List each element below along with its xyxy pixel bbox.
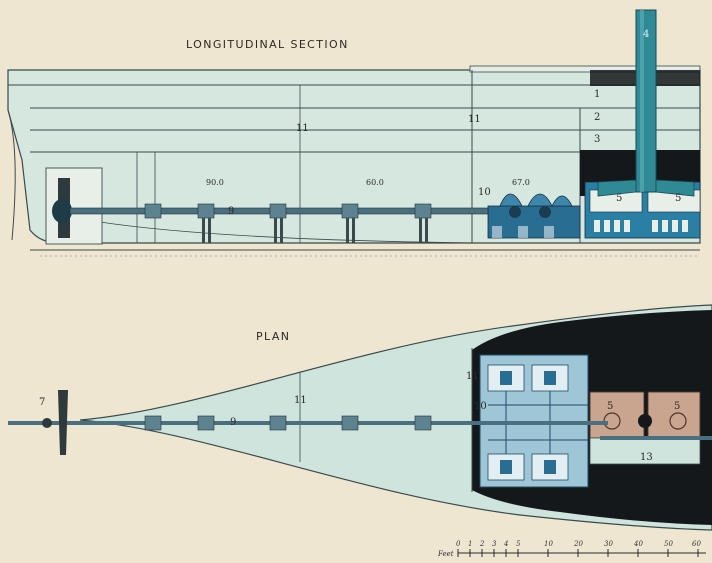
propeller-hub-plan: [42, 418, 52, 428]
scale-tick-2: 2: [480, 540, 485, 548]
section-label-5a: 5: [616, 193, 623, 204]
cylinder-heads-plan: [500, 371, 556, 474]
plan-label-9: 9: [230, 417, 237, 428]
uptake-right: [655, 179, 695, 197]
plan-label-5a: 5: [607, 401, 614, 412]
section-label-2: 2: [594, 112, 601, 123]
section-dim-1: 90.0: [206, 178, 224, 187]
shaft-plan: [8, 421, 608, 425]
bulwark: [469, 65, 701, 73]
section-label-11b: 11: [468, 114, 481, 125]
funnel-base-plan: [638, 414, 652, 428]
scale-label: Feet: [438, 550, 454, 558]
scale-tick-0: 0: [456, 540, 461, 548]
scale-tick-1: 1: [468, 540, 473, 548]
shaft-plan-fwd: [600, 436, 712, 440]
stern-outline: [7, 109, 16, 241]
section-hull: [7, 69, 701, 244]
scale-tick-20: 20: [574, 540, 583, 548]
scale-tick-5: 5: [516, 540, 521, 548]
section-label-10: 10: [478, 187, 491, 198]
plan-view: [8, 304, 712, 531]
plan-label-5b: 5: [674, 401, 681, 412]
bilge-curve: [99, 221, 481, 244]
section-label-1: 1: [594, 89, 601, 100]
scale-tick-10: 10: [544, 540, 553, 548]
plan-label-11b: 11: [466, 371, 479, 382]
section-label-4: 4: [643, 29, 650, 40]
scale-bar: [457, 549, 706, 557]
section-bearings: [144, 203, 432, 219]
scale-tick-3: 3: [492, 540, 497, 548]
plan-label-11: 11: [294, 395, 307, 406]
scale-tick-30: 30: [604, 540, 613, 548]
funnel-highlight: [640, 10, 644, 192]
furnace-doors: [594, 220, 688, 232]
section-dim-2: 60.0: [366, 178, 384, 187]
engines-section: [487, 193, 581, 239]
propeller-section: [52, 199, 72, 223]
plan-label-10: 10: [474, 401, 487, 412]
section-label-3: 3: [594, 134, 601, 145]
boiler-flue-2: [669, 412, 687, 430]
plan-title: PLAN: [256, 330, 291, 343]
plan-bearings: [144, 415, 432, 431]
stokehold-plan: [589, 437, 701, 465]
plan-label-13: 13: [640, 452, 653, 463]
scale-tick-50: 50: [664, 540, 673, 548]
scale-tick-40: 40: [634, 540, 643, 548]
section-label-9: 9: [228, 206, 235, 217]
boiler-plan-2: [647, 391, 701, 439]
propeller-plan: [58, 390, 68, 455]
section-label-5b: 5: [675, 193, 682, 204]
plan-label-7: 7: [39, 397, 46, 408]
longitudinal-section: [7, 9, 701, 257]
uptake-left: [597, 179, 637, 197]
scale-tick-60: 60: [692, 540, 701, 548]
section-dim-3: 67.0: [512, 178, 530, 187]
scale-tick-4: 4: [504, 540, 509, 548]
section-label-11: 11: [296, 123, 309, 134]
section-title: LONGITUDINAL SECTION: [186, 38, 349, 51]
bearing-supports: [202, 218, 428, 243]
